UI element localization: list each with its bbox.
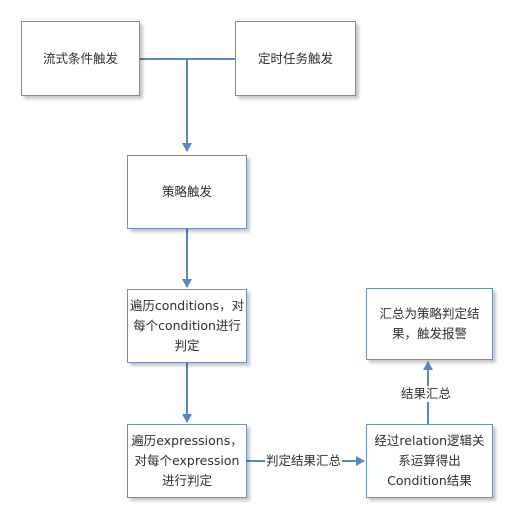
node-iterate-expressions: 遍历expressions， 对每个expression 进行判定 xyxy=(127,424,247,498)
node-flow-trigger-label: 流式条件触发 xyxy=(42,50,118,66)
node-scheduled-trigger-label: 定时任务触发 xyxy=(257,50,333,66)
node-iterate-conditions-label: 遍历conditions，对 每个condition进行 判定 xyxy=(129,298,245,353)
node-strategy-trigger-label: 策略触发 xyxy=(161,184,212,199)
node-iterate-expressions-label: 遍历expressions， 对每个expression 进行判定 xyxy=(131,433,243,488)
edge-label-result-summary: 结果汇总 xyxy=(400,386,453,402)
node-scheduled-trigger: 定时任务触发 xyxy=(235,21,356,96)
node-relation-compute: 经过relation逻辑关 系运算得出 Condition结果 xyxy=(366,424,493,498)
node-summary-alarm: 汇总为策略判定结 果，触发报警 xyxy=(366,288,493,360)
node-flow-trigger: 流式条件触发 xyxy=(21,21,140,96)
node-iterate-conditions: 遍历conditions，对 每个condition进行 判定 xyxy=(127,289,247,363)
node-relation-compute-label: 经过relation逻辑关 系运算得出 Condition结果 xyxy=(374,433,485,488)
node-summary-alarm-label: 汇总为策略判定结 果，触发报警 xyxy=(379,306,480,341)
node-strategy-trigger: 策略触发 xyxy=(127,155,247,229)
edge-label-judge-summary: 判定结果汇总 xyxy=(265,453,343,469)
